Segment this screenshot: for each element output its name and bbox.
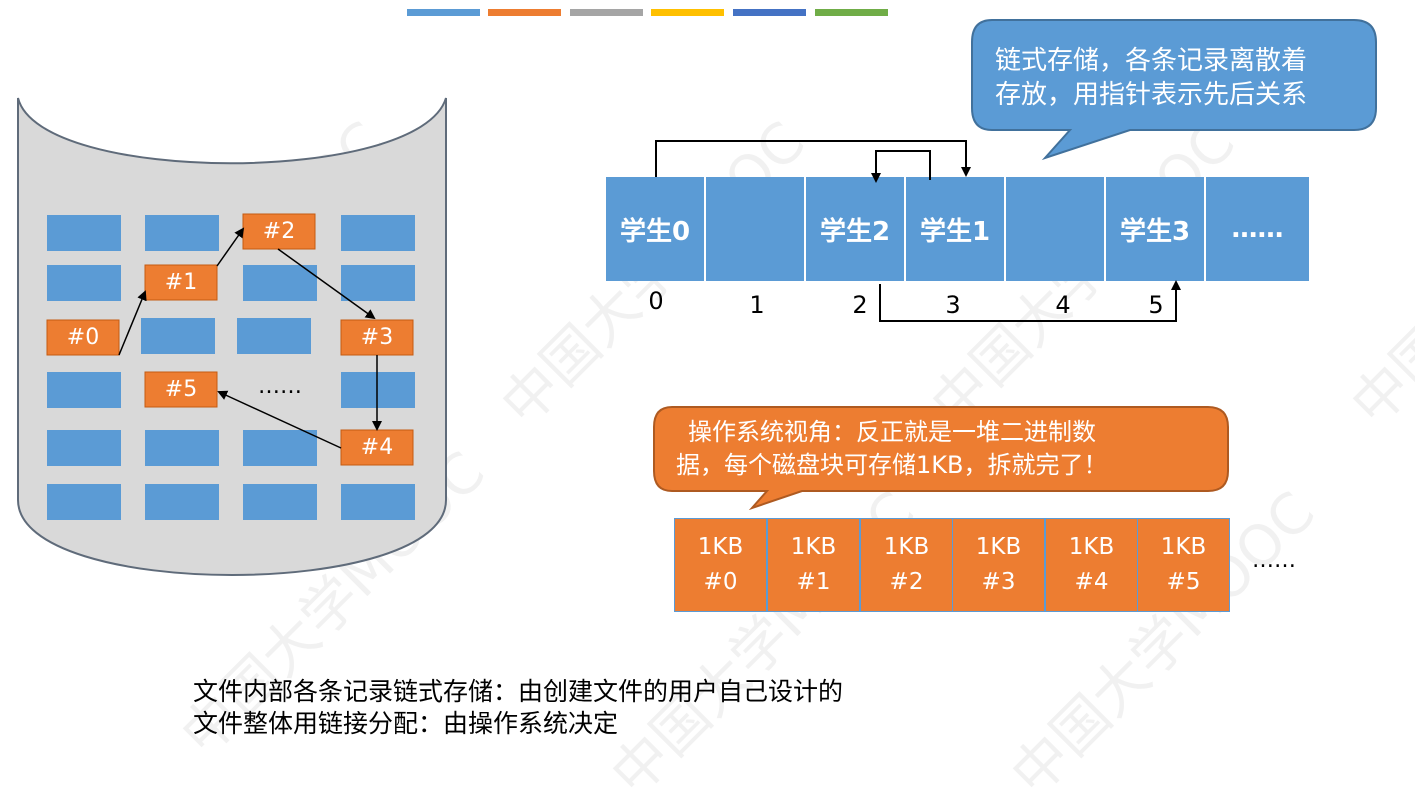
record-callout-line2: 存放，用指针表示先后关系: [995, 80, 1308, 110]
disk-block-label-5: #5: [164, 377, 198, 402]
record-index: 3: [945, 291, 961, 319]
color-bar-1: [407, 9, 480, 16]
record-cell: [706, 177, 806, 281]
disk-block-label-3: #3: [360, 325, 394, 350]
kb-block: 1KB#3: [952, 518, 1045, 612]
color-bar-4: [651, 9, 724, 16]
record-cell: 学生2: [806, 177, 906, 281]
record-index: 1: [749, 291, 765, 319]
kb-block-size: 1KB: [697, 534, 744, 560]
kb-block-number: #0: [703, 569, 738, 595]
disk-block-label-4: #4: [360, 435, 394, 460]
kb-block-size: 1KB: [883, 534, 930, 560]
color-bar-6: [815, 9, 888, 16]
disk-ellipsis: ……: [258, 374, 302, 399]
kb-block: 1KB#5: [1137, 518, 1230, 612]
kb-block-number: #5: [1166, 569, 1201, 595]
record-cell: 学生0: [606, 177, 706, 281]
kb-block-number: #3: [981, 569, 1016, 595]
kb-block-size: 1KB: [1160, 534, 1207, 560]
record-cell: ……: [1206, 177, 1309, 281]
record-index: 2: [852, 291, 868, 319]
kb-block-number: #2: [889, 569, 924, 595]
disk-block-label-2: #2: [262, 219, 296, 244]
note-line-2: 文件整体用链接分配：由操作系统决定: [193, 709, 619, 738]
record-callout-line1: 链式存储，各条记录离散着: [995, 46, 1308, 76]
kb-block: 1KB#1: [767, 518, 860, 612]
color-bar-3: [570, 9, 643, 16]
record-cell: 学生3: [1106, 177, 1206, 281]
kb-block-size: 1KB: [790, 534, 837, 560]
disk-block-grid: [47, 215, 415, 520]
record-callout-bubble: [971, 19, 1377, 161]
color-bar-2: [488, 9, 561, 16]
color-bar-5: [733, 9, 806, 16]
kb-block-size: 1KB: [975, 534, 1022, 560]
record-index: 0: [648, 287, 664, 315]
os-callout-line1: 操作系统视角：反正就是一堆二进制数: [688, 418, 1096, 446]
disk-block-label-0: #0: [66, 325, 100, 350]
kb-block-size: 1KB: [1068, 534, 1115, 560]
disk-cylinder: [17, 97, 447, 576]
disk-link-arrows: [118, 227, 382, 449]
record-cell: 学生1: [906, 177, 1006, 281]
record-pointer-arrows: [655, 140, 1181, 322]
record-index: 4: [1055, 291, 1071, 319]
kb-block-number: #4: [1074, 569, 1109, 595]
record-cell: [1006, 177, 1106, 281]
os-callout-line2: 据，每个磁盘块可存储1KB，拆就完了！: [676, 451, 1108, 479]
kb-block: 1KB#4: [1045, 518, 1138, 612]
kb-block: 1KB#0: [674, 518, 767, 612]
disk-used-blocks: [46, 213, 414, 466]
os-callout-bubble: [653, 406, 1229, 510]
record-index: 5: [1148, 291, 1164, 319]
disk-block-label-1: #1: [164, 270, 198, 295]
kb-ellipsis: ……: [1252, 548, 1296, 573]
note-line-1: 文件内部各条记录链式存储：由创建文件的用户自己设计的: [193, 677, 844, 706]
disk-diagram: [17, 97, 447, 576]
kb-block-number: #1: [796, 569, 831, 595]
kb-block: 1KB#2: [860, 518, 953, 612]
